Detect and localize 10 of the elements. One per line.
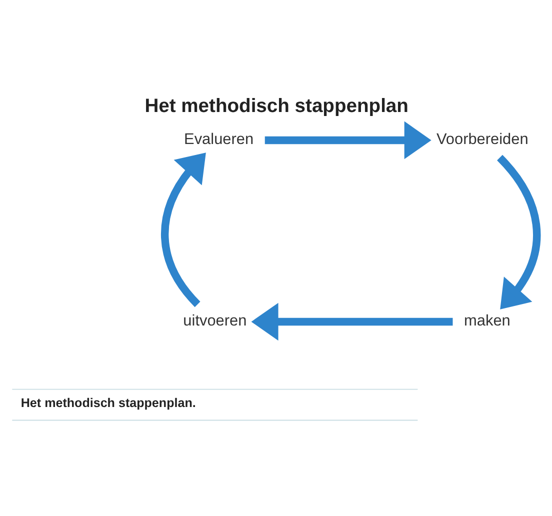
diagram-title: Het methodisch stappenplan bbox=[144, 96, 408, 118]
arrow bbox=[264, 121, 432, 160]
arrow bbox=[161, 152, 206, 307]
node-text: Evalueren bbox=[184, 130, 254, 148]
caption: Het methodisch stappenplan. bbox=[20, 396, 196, 410]
arrow bbox=[251, 302, 453, 341]
node-text: uitvoeren bbox=[183, 312, 247, 330]
node-text: maken bbox=[464, 312, 510, 330]
node-text: Voorbereiden bbox=[436, 130, 528, 148]
arrow bbox=[496, 154, 541, 310]
